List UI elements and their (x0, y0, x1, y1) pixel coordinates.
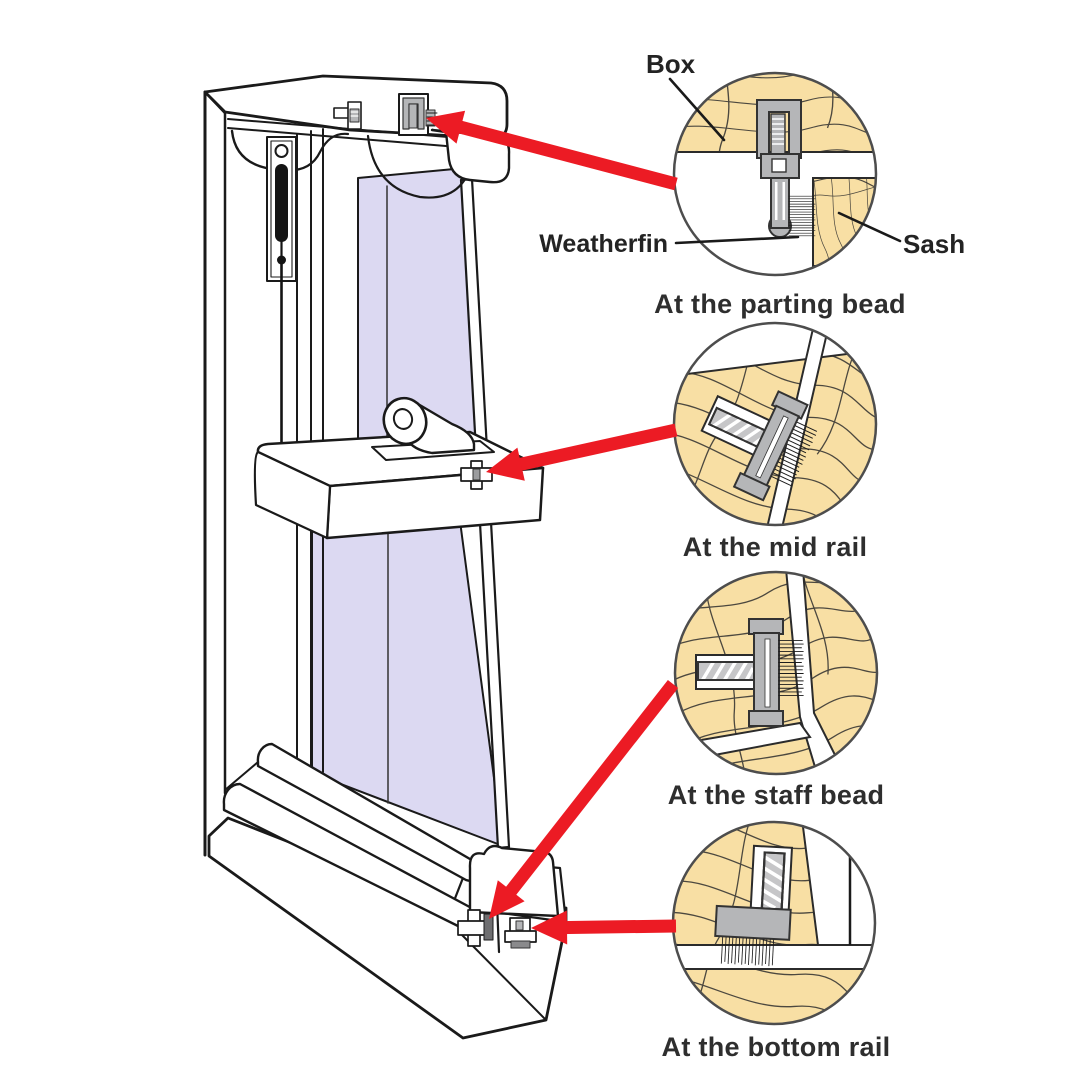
callout-arrows (426, 110, 679, 945)
sill (207, 742, 568, 1040)
head-seal-glyphs (333, 93, 438, 136)
sash-lift-handle (382, 396, 476, 455)
detail-circle-3-outline (673, 570, 879, 776)
caption-mid-rail: At the mid rail (682, 532, 868, 562)
detail-circle-staff-bead (675, 572, 877, 774)
sash-weight-pocket (266, 136, 297, 445)
detail-circle-1-outline (672, 71, 878, 277)
arrow-bottom-rail (531, 910, 677, 945)
parting-bead-seal-profile (756, 99, 816, 238)
detail-circle-mid-rail (674, 323, 876, 525)
arrow-staff-bead (489, 679, 679, 919)
caption-staff-bead: At the staff bead (667, 780, 885, 810)
label-leader-lines (668, 77, 902, 245)
sash-weight (275, 164, 288, 242)
mid-rail-seal-profile (700, 390, 819, 502)
caption-bottom-rail: At the bottom rail (661, 1032, 891, 1062)
detail-circle-bottom-rail (673, 822, 875, 1024)
arrow-parting-bead (426, 110, 678, 191)
sash-leader-line (837, 211, 902, 243)
window-cutaway-drawing (203, 74, 568, 1040)
bottom-rail-seal-profile (714, 844, 794, 967)
box-label: Box (646, 49, 696, 79)
weatherfin-leader-line (674, 235, 800, 245)
sash-label: Sash (903, 229, 966, 259)
weatherfin-label: Weatherfin (539, 230, 668, 258)
arrow-mid-rail (486, 423, 678, 481)
caption-parting-bead: At the parting bead (654, 289, 906, 319)
mid-rail-seal-glyph (460, 460, 493, 490)
staff-bead-seal-profile (695, 618, 805, 727)
box-leader-line (668, 77, 726, 142)
mid-rail (253, 396, 545, 540)
bottom-rail-seal-glyph (504, 917, 537, 949)
staff-bead-seal-glyph (457, 909, 494, 947)
